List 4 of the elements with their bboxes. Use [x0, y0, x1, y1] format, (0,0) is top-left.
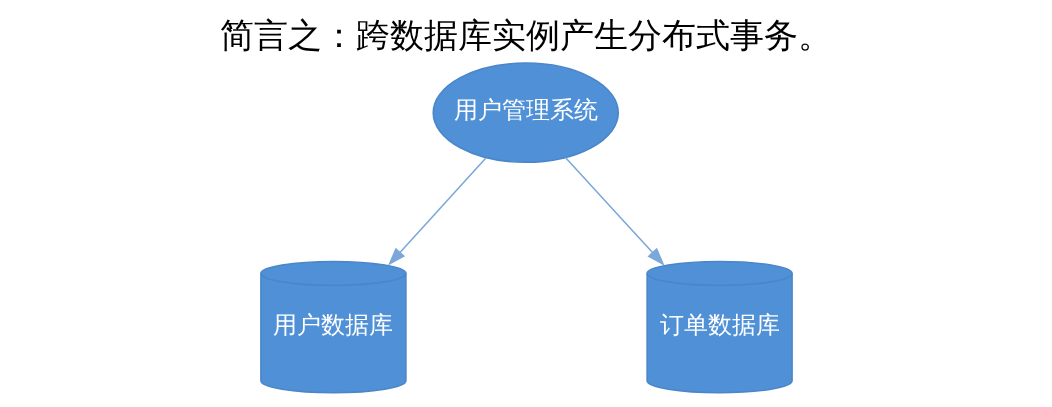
diagram-title: 简言之：跨数据库实例产生分布式事务。	[220, 16, 832, 56]
arrow	[564, 156, 665, 266]
arrow	[387, 157, 487, 266]
node-ellipse: 用户管理系统	[431, 62, 619, 164]
